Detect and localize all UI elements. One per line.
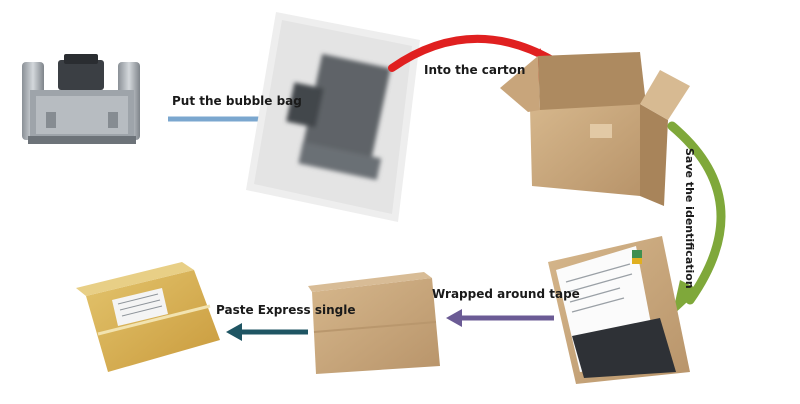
open-carton-icon bbox=[500, 52, 690, 206]
label-step5: Paste Express single bbox=[216, 303, 356, 317]
arrow-step5 bbox=[226, 323, 308, 341]
labeled-shipping-box-icon bbox=[76, 262, 220, 372]
label-step2: Into the carton bbox=[424, 63, 526, 77]
arrow-step4 bbox=[446, 309, 554, 327]
label-step4: Wrapped around tape bbox=[432, 287, 580, 301]
ignition-coil-part-icon bbox=[22, 54, 140, 144]
bubble-bag-part-icon bbox=[246, 12, 420, 222]
carton-with-identification-icon bbox=[548, 236, 690, 384]
label-step1: Put the bubble bag bbox=[172, 94, 302, 108]
label-step3: Save the identification bbox=[683, 148, 696, 289]
arrow-step3 bbox=[667, 121, 726, 316]
taped-carton-icon bbox=[308, 272, 440, 374]
